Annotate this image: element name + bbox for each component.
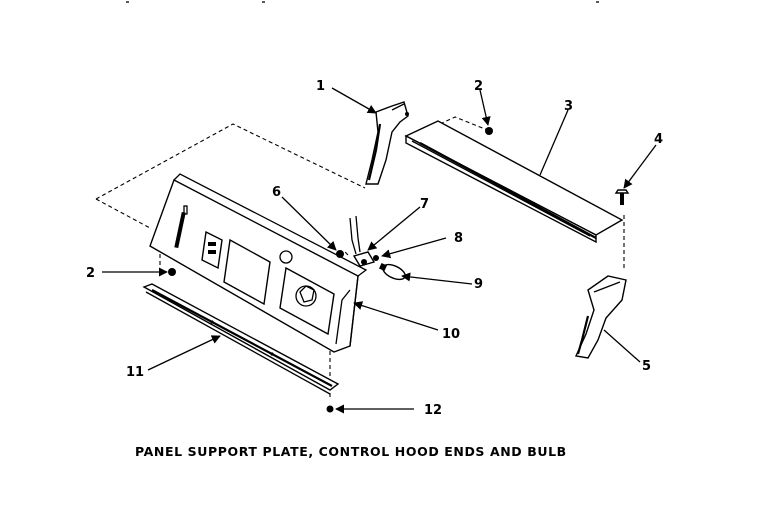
callout-11: 11 [126,365,144,380]
part-9-bulb [379,263,406,281]
callout-2-lower: 2 [86,266,95,281]
callout-8: 8 [454,231,463,246]
callout-6: 6 [272,185,281,200]
callout-1: 1 [316,79,325,94]
callout-12: 12 [424,403,442,418]
callout-9: 9 [474,277,483,292]
diagram-caption: PANEL SUPPORT PLATE, CONTROL HOOD ENDS A… [135,444,567,459]
part-2-lower-fastener [168,268,176,276]
part-10-panel-support-plate [149,173,368,353]
callout-3: 3 [564,99,573,114]
leader-lines [102,87,657,414]
callout-4: 4 [654,132,663,147]
part-6-nut [336,250,344,258]
assembly-dashed-lines [95,116,625,400]
part-1-left-hood-end [365,101,409,185]
part-5-right-hood-end [574,275,627,359]
callout-7: 7 [420,197,429,212]
part-3-control-hood [404,120,624,244]
callout-labels: 1 2 3 4 5 6 7 8 9 10 2 11 12 [86,79,663,418]
part-2-upper-fastener [485,127,493,135]
part-12-screw [326,405,334,413]
part-11-trim-strip [142,283,340,395]
callout-5: 5 [642,359,651,374]
part-4-screw [614,189,630,205]
callout-2-upper: 2 [474,79,483,94]
part-7-lamp-socket [349,215,376,267]
callout-10: 10 [442,327,460,342]
part-8-nut [373,255,379,261]
